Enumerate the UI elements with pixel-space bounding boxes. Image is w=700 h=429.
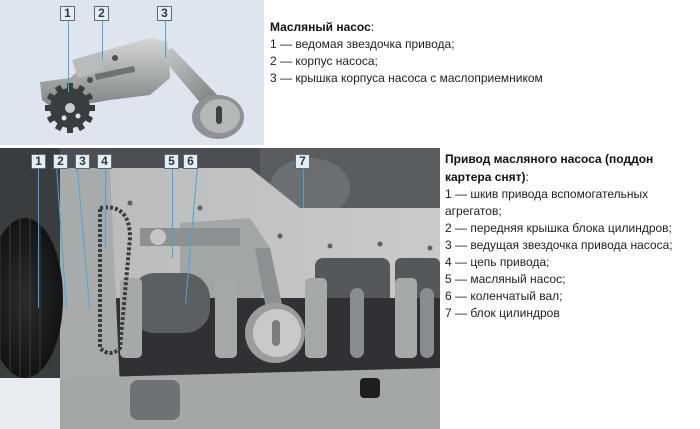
legend-list: 1 — ведомая звездочка привода; 2 — корпу… bbox=[270, 36, 560, 87]
legend-item: 2 — передняя крышка блока цилиндров; bbox=[445, 221, 672, 235]
legend-item: 7 — блок цилиндров bbox=[445, 306, 560, 320]
oil-pump-illustration bbox=[40, 38, 244, 139]
legend-item: 3 — крышка корпуса насоса с маслоприемни… bbox=[270, 71, 543, 85]
oil-pump-caption: Масляный насос: 1 — ведомая звездочка пр… bbox=[270, 19, 560, 87]
drive-callout-5: 5 bbox=[164, 154, 179, 169]
legend-item: 5 — масляный насос; bbox=[445, 272, 566, 286]
leader-line-3 bbox=[165, 20, 166, 58]
oil-pump-drive-photo bbox=[0, 148, 440, 429]
caption-title: Масляный насос: bbox=[270, 20, 375, 34]
drive-callout-2: 2 bbox=[53, 154, 68, 169]
oil-pump-photo bbox=[0, 0, 264, 145]
leader-line-7 bbox=[303, 168, 304, 208]
leader-line-4 bbox=[105, 168, 106, 248]
oil-pump-drive-caption: Привод масляного насоса (поддон картера … bbox=[445, 150, 700, 322]
drive-callout-3: 3 bbox=[75, 154, 90, 169]
legend-item: 1 — ведомая звездочка привода; bbox=[270, 37, 455, 51]
leader-line-1 bbox=[68, 20, 69, 92]
pump-callout-3: 3 bbox=[157, 6, 172, 21]
legend-item: 1 — шкив привода вспомогательных агрегат… bbox=[445, 187, 649, 218]
drive-callout-6: 6 bbox=[183, 154, 198, 169]
leader-line-1 bbox=[38, 168, 39, 308]
leader-line-2 bbox=[102, 20, 103, 60]
legend-item: 6 — коленчатый вал; bbox=[445, 289, 563, 303]
drive-callout-7: 7 bbox=[295, 154, 310, 169]
pump-callout-2: 2 bbox=[94, 6, 109, 21]
caption-title: Привод масляного насоса (поддон картера … bbox=[445, 152, 654, 184]
legend-item: 4 — цепь привода; bbox=[445, 255, 550, 269]
leader-line-5 bbox=[172, 168, 173, 258]
pump-callout-1: 1 bbox=[60, 6, 75, 21]
legend-item: 3 — ведущая звездочка привода насоса; bbox=[445, 238, 673, 252]
drive-callout-1: 1 bbox=[31, 154, 46, 169]
legend-item: 2 — корпус насоса; bbox=[270, 54, 378, 68]
engine-block-illustration bbox=[0, 148, 440, 429]
legend-list: 1 — шкив привода вспомогательных агрегат… bbox=[445, 186, 700, 322]
drive-callout-4: 4 bbox=[97, 154, 112, 169]
